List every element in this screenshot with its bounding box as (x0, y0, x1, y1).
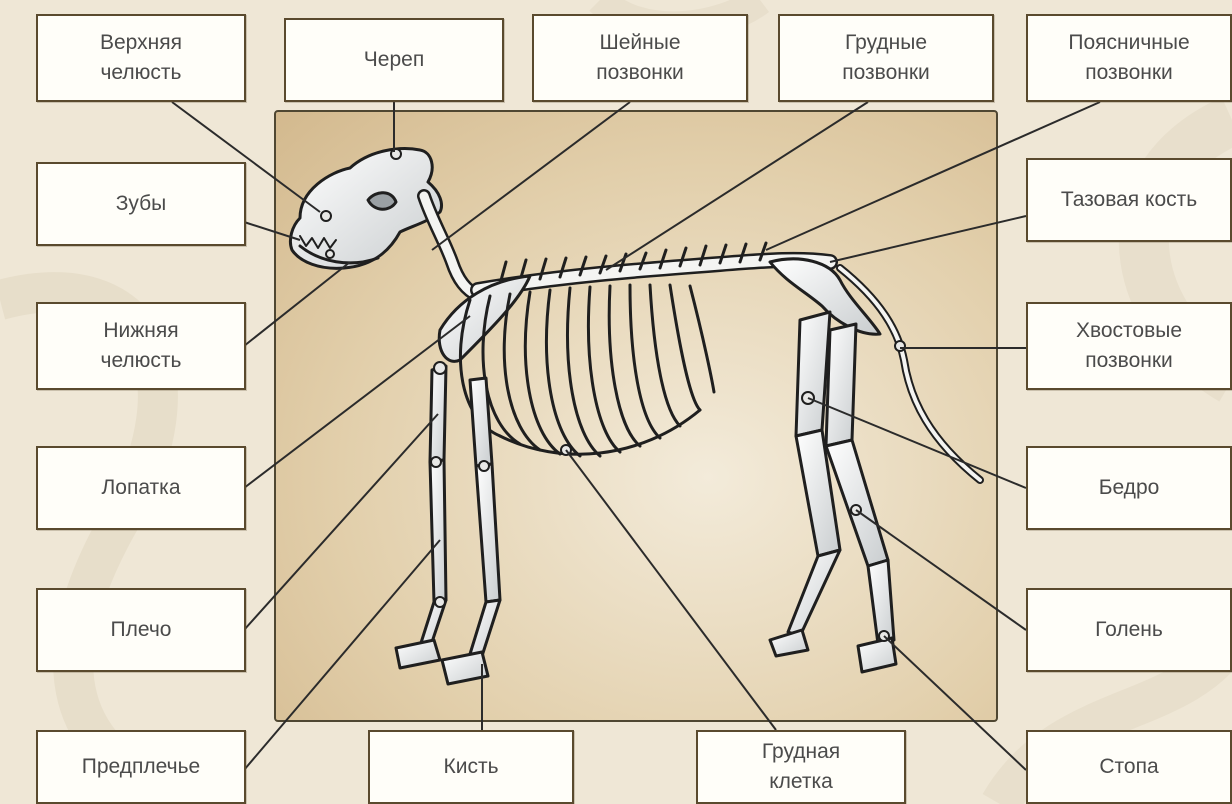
leader-pelvis (830, 216, 1026, 262)
leader-ribcage (566, 450, 776, 730)
label-pelvis: Тазовая кость (1026, 158, 1232, 242)
label-scapula: Лопатка (36, 446, 246, 530)
leader-cervical (432, 102, 630, 250)
front-leg-near (396, 366, 446, 668)
label-foot: Стопа (1026, 730, 1232, 804)
leader-thoracic (606, 102, 868, 270)
label-femur: Бедро (1026, 446, 1232, 530)
label-forearm: Предплечье (36, 730, 246, 804)
tail-shape (840, 268, 980, 480)
label-shoulder: Плечо (36, 588, 246, 672)
label-skull: Череп (284, 18, 504, 102)
eye-orbit-shape (368, 193, 396, 210)
label-paw: Кисть (368, 730, 574, 804)
leader-lower-jaw (244, 262, 350, 346)
label-teeth: Зубы (36, 162, 246, 246)
skull-shape (290, 149, 441, 269)
label-shin: Голень (1026, 588, 1232, 672)
dog-skeleton-icon (290, 149, 980, 684)
leader-shoulder (244, 414, 438, 630)
hind-leg-far (826, 324, 896, 672)
front-leg-far (442, 378, 500, 684)
